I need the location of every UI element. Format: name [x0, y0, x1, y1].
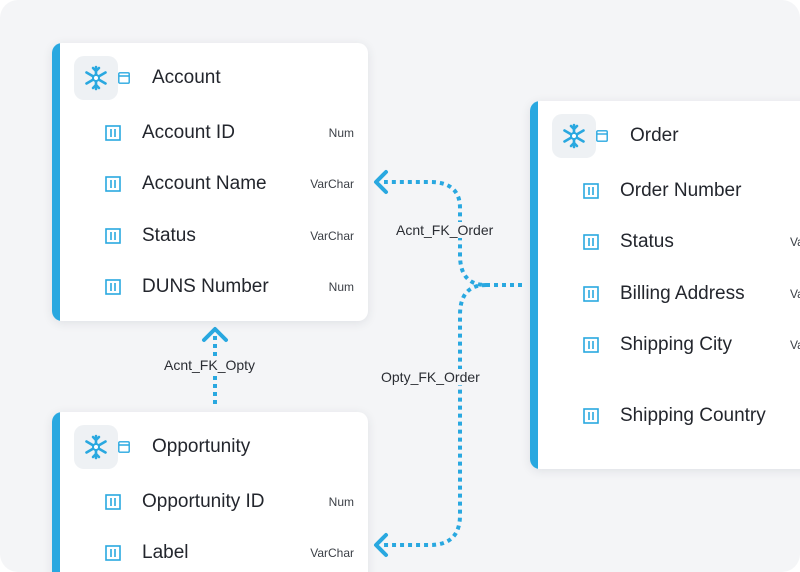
column-icon — [104, 493, 122, 511]
table-header: Opportunity — [74, 424, 250, 470]
table-header: Order — [552, 113, 679, 159]
table-row[interactable]: Shipping Country — [582, 401, 766, 431]
field-name: Status — [142, 225, 196, 246]
field-type: VarChar — [310, 177, 354, 191]
table-card-opportunity[interactable]: Opportunity Opportunity ID Num Label Var… — [52, 412, 368, 572]
field-type: Va — [790, 287, 800, 301]
field-name: Order Number — [620, 180, 742, 201]
table-card-order[interactable]: Order Order Number Status Va Billing Add… — [530, 101, 800, 469]
field-type: Num — [328, 280, 354, 294]
table-row[interactable]: Opportunity ID — [104, 487, 265, 517]
arrow-left-icon — [374, 533, 388, 557]
column-icon — [582, 285, 600, 303]
field-name: Account Name — [142, 173, 267, 194]
field-name: Opportunity ID — [142, 491, 265, 512]
table-icon — [114, 68, 134, 88]
table-row[interactable]: Status — [104, 221, 196, 251]
table-icon — [592, 126, 612, 146]
table-row[interactable]: DUNS Number — [104, 272, 269, 302]
field-type: VarChar — [310, 229, 354, 243]
column-icon — [104, 544, 122, 562]
field-name: DUNS Number — [142, 276, 269, 297]
table-row[interactable]: Shipping City — [582, 330, 732, 360]
column-icon — [582, 336, 600, 354]
field-type: Num — [328, 495, 354, 509]
field-name: Shipping City — [620, 334, 732, 355]
field-name: Label — [142, 542, 189, 563]
table-title: Account — [152, 67, 221, 88]
column-icon — [104, 278, 122, 296]
field-type: Va — [790, 235, 800, 249]
opty-fk-order-line — [384, 283, 487, 547]
relationship-label: Acnt_FK_Order — [396, 222, 494, 238]
field-type: Num — [328, 126, 354, 140]
arrow-left-icon — [374, 170, 388, 194]
table-card-account[interactable]: Account Account ID Num Account Name VarC… — [52, 43, 368, 321]
table-row[interactable]: Account Name — [104, 169, 267, 199]
column-icon — [582, 407, 600, 425]
table-row[interactable]: Account ID — [104, 118, 235, 148]
column-icon — [104, 227, 122, 245]
column-icon — [582, 233, 600, 251]
snowflake-icon — [74, 56, 118, 100]
field-name: Status — [620, 231, 674, 252]
relationship-label: Acnt_FK_Opty — [164, 357, 256, 373]
field-name: Shipping Country — [620, 405, 766, 426]
field-type: VarChar — [310, 546, 354, 560]
column-icon — [104, 175, 122, 193]
snowflake-icon — [552, 114, 596, 158]
arrow-up-icon — [202, 327, 228, 342]
field-type: Va — [790, 338, 800, 352]
table-row[interactable]: Status — [582, 227, 674, 257]
relationship-label: Opty_FK_Order — [381, 369, 480, 385]
table-header: Account — [74, 55, 221, 101]
table-row[interactable]: Billing Address — [582, 279, 745, 309]
table-row[interactable]: Order Number — [582, 176, 741, 206]
table-title: Opportunity — [152, 436, 251, 457]
column-icon — [582, 182, 600, 200]
table-icon — [114, 437, 134, 457]
field-name: Billing Address — [620, 283, 745, 304]
field-name: Account ID — [142, 122, 235, 143]
column-icon — [104, 124, 122, 142]
table-row[interactable]: Label — [104, 538, 189, 568]
table-title: Order — [630, 125, 679, 146]
snowflake-icon — [74, 425, 118, 469]
